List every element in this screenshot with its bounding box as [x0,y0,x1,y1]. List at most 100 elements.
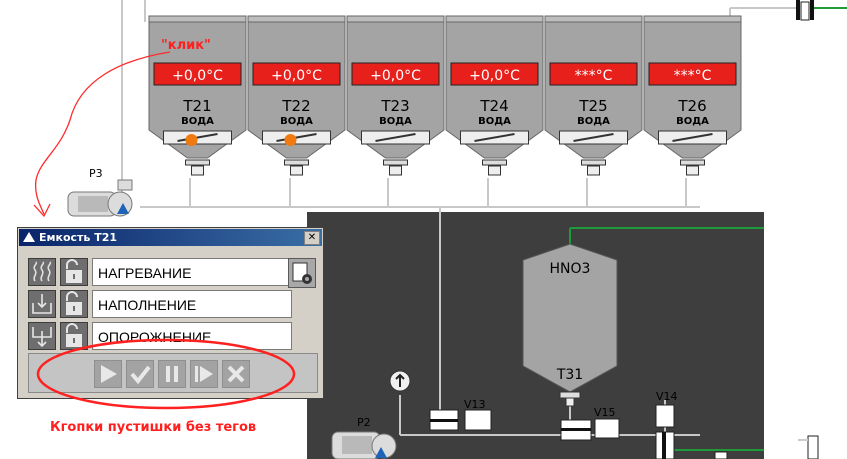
agitator-blade [573,133,614,142]
tank-name: T24 [479,97,508,115]
warning-icon [375,447,387,458]
tank-medium: ВОДА [181,116,214,127]
agitator-blade [375,133,416,142]
tank-roof [643,15,742,23]
outlet-flange [191,165,204,176]
tank-t31[interactable] [522,243,618,407]
agitator-blade [276,133,317,142]
tank-t31-top-label: HNO3 [550,261,591,277]
pause-button[interactable] [158,360,186,388]
settings-document-icon[interactable] [288,258,316,288]
tank-roof [247,15,346,23]
green-line [569,7,847,451]
outlet-valve [185,159,210,166]
tank-name: T26 [677,97,706,115]
small-valve-bottom[interactable] [714,435,819,459]
temperature-display [153,62,242,86]
temperature-value: ***°C [575,68,613,84]
annotation-click: "клик" [161,38,211,53]
tank-roof [544,15,643,23]
temperature-value: +0,0°C [370,68,421,84]
lock-open-icon[interactable] [60,258,88,286]
popup-title-bar[interactable]: Емкость T21 ✕ [19,229,322,246]
valve-v14[interactable] [655,404,675,459]
operation-row-filling: НАПОЛНЕНИЕ [28,290,325,320]
annotation-note: Кгопки пустишки без тегов [50,420,257,435]
tank-medium: ВОДА [379,116,412,127]
step-button[interactable] [190,360,218,388]
outlet-flange [686,165,699,176]
outlet-valve [383,159,408,166]
confirm-button[interactable] [126,360,154,388]
tank-medium: ВОДА [478,116,511,127]
empty-icon[interactable] [28,322,56,350]
outlet-valve [284,159,309,166]
annotation-arrowhead [33,203,51,218]
tank-medium: ВОДА [577,116,610,127]
agitator-blade [672,133,713,142]
tank-name: T25 [578,97,607,115]
lock-open-icon[interactable] [60,322,88,350]
temperature-value: +0,0°C [172,68,223,84]
temperature-display [252,62,341,86]
tank-roof [445,15,544,23]
temperature-display [549,62,638,86]
temperature-display [351,62,440,86]
control-button-panel [28,353,318,393]
warning-icon [117,203,129,214]
outlet-valve [680,159,705,166]
tank-t31-label: T31 [556,367,583,383]
valve-v13[interactable] [429,409,492,431]
tank-roof [346,15,445,23]
popup-title: Емкость T21 [39,231,118,244]
agitator-blade [177,133,218,142]
outlet-flange [488,165,501,176]
temperature-value: ***°C [674,68,712,84]
annotation-arrow [34,51,171,215]
agitator-blade [474,133,515,142]
valve-v15[interactable] [560,418,620,441]
temperature-value: +0,0°C [271,68,322,84]
operation-row-heating: НАГРЕВАНИЕ [28,258,325,288]
close-button[interactable]: ✕ [304,231,320,245]
outlet-flange [290,165,303,176]
fill-icon[interactable] [28,290,56,318]
flow-indicator [389,370,411,392]
hand-icon [185,134,198,146]
tank-medium: ВОДА [676,116,709,127]
outlet-valve [482,159,507,166]
hand-icon [284,134,297,146]
tank-roof [148,15,247,23]
play-button[interactable] [94,360,122,388]
tank-popup-window[interactable]: Емкость T21 ✕ НАГРЕВАНИЕ НАПОЛНЕНИЕ [17,227,324,399]
outlet-valve [581,159,606,166]
tank-medium: ВОДА [280,116,313,127]
tank-name: T22 [281,97,310,115]
operation-heating-label[interactable]: НАГРЕВАНИЕ [92,258,292,286]
pump-p2[interactable] [331,431,397,459]
tank-name: T21 [182,97,211,115]
operation-emptying-label[interactable]: ОПОРОЖНЕНИЕ [92,322,292,350]
cancel-button[interactable] [222,360,250,388]
pump-p3[interactable] [67,179,133,217]
outlet-flange [389,165,402,176]
operation-filling-label[interactable]: НАПОЛНЕНИЕ [92,290,292,318]
lock-open-icon[interactable] [60,290,88,318]
temperature-value: +0,0°C [469,68,520,84]
temperature-display [450,62,539,86]
top-valve[interactable] [796,0,814,21]
tank-name: T23 [380,97,409,115]
outlet-flange [587,165,600,176]
pump-p3-label: P3 [89,167,103,180]
valve-v13-label: V13 [464,398,486,411]
valve-v14-label: V14 [656,390,678,403]
operation-row-emptying: ОПОРОЖНЕНИЕ [28,322,325,352]
heating-icon[interactable] [28,258,56,286]
pump-p2-label: P2 [357,416,371,429]
